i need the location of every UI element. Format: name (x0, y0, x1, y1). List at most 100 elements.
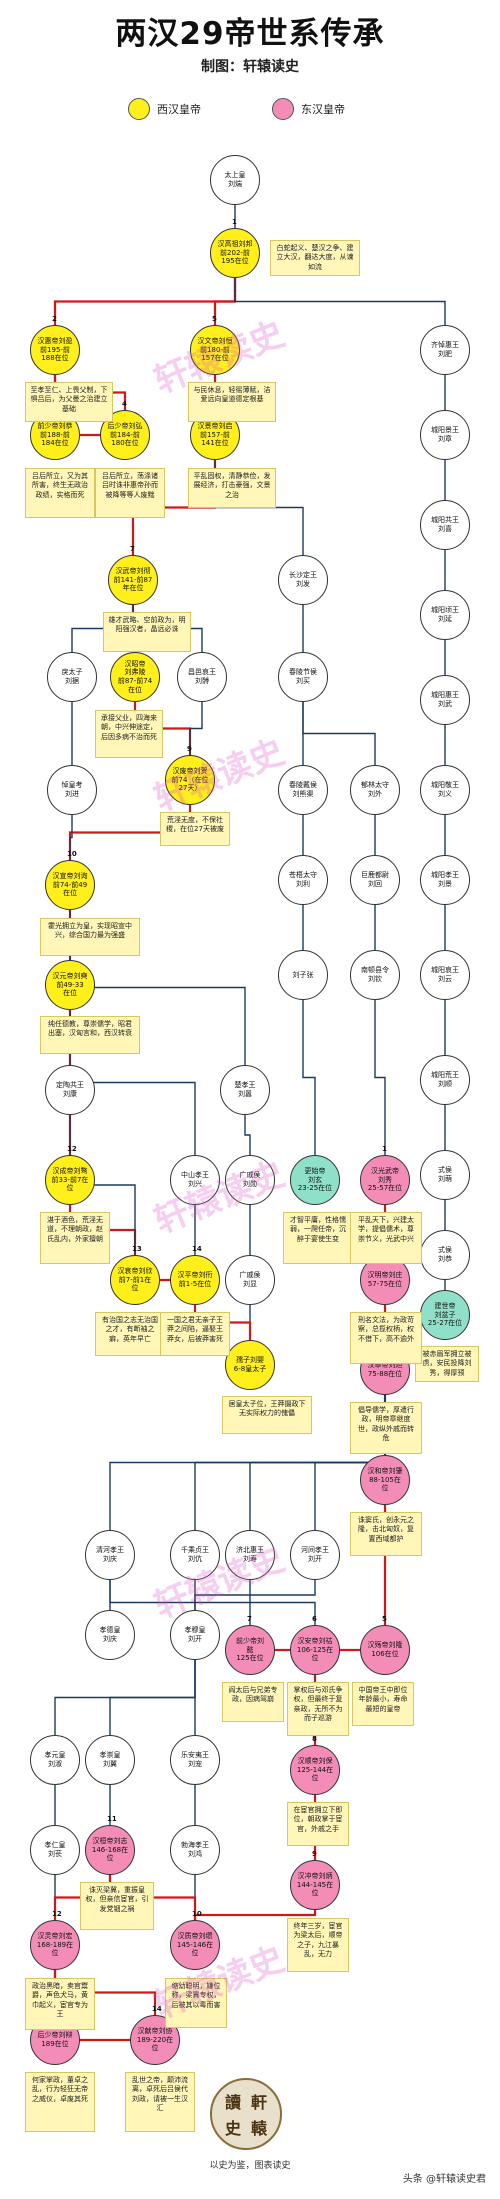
person-lean: 乐安夷王刘宠 (170, 1735, 220, 1785)
person-label: 180在位 (111, 439, 139, 448)
person-label: 刘庆 (103, 1555, 117, 1563)
person-label: 汉武帝刘彻 (115, 566, 151, 575)
person-label: 刘钦 (368, 975, 382, 983)
person-label: 汉殇帝刘隆 (367, 1641, 403, 1650)
seal-char: 轅 (250, 2119, 267, 2138)
person-label: 168-189在 (36, 1940, 74, 1949)
person-changyiai: 昌邑哀王刘髆 (177, 652, 227, 702)
person-label: 位 (106, 1854, 114, 1863)
person-label: 125-144在 (296, 1765, 334, 1774)
person-label: 汉平帝刘衎 (177, 1271, 213, 1280)
person-label: 刘康 (63, 1090, 77, 1098)
person-label: 刘进 (65, 790, 79, 798)
person-label: 城阳惠王 (431, 691, 459, 700)
person-label: 88-105在 (369, 1475, 401, 1484)
person-xiaoren: 孝仁皇刘苌 (30, 1825, 80, 1875)
person-label: 125在位 (236, 1654, 264, 1663)
person-label: 前33-前7在 (51, 1175, 89, 1184)
person-label: 刘开 (188, 1635, 202, 1643)
person-label: 刘买 (296, 677, 310, 685)
person-chonglingjie: 春陵节侯刘买 (278, 652, 328, 702)
person-xiaochong: 孝崇皇刘翼 (85, 1735, 135, 1785)
person-label: 刘勋 (243, 1180, 257, 1188)
reign-order-number: 14 (152, 2005, 162, 2013)
person-label: 式侯 (438, 1166, 452, 1175)
person-label: 汉光武帝 (371, 1166, 399, 1175)
reign-summary-note: 有治国之志无治国之才，有断袖之癖，英年早亡 (95, 1312, 165, 1356)
person-label: 汉宣帝刘询 (52, 871, 88, 880)
reign-summary-note: 吕后所立，又为其所害，终生无政治政绩，实格而死 (25, 468, 95, 518)
person-label: 6-8皇太子 (233, 1365, 267, 1373)
person-label: 157在位 (201, 354, 229, 363)
legend-western: 西汉皇帝 (128, 98, 201, 120)
western-swatch (128, 98, 150, 120)
person-label: 汉惠帝刘盈 (37, 336, 73, 345)
reign-order-number: 12 (52, 1910, 62, 1918)
eastern-swatch (272, 98, 294, 120)
person-qingwang: 城阳顷王刘延 (420, 590, 470, 640)
legend-eastern: 东汉皇帝 (272, 98, 345, 120)
reign-summary-note: 何家掌政，董卓之乱，行为轻狂无帝之威仪，卓废其死 (25, 2072, 95, 2132)
person-label: 汉景帝刘启 (197, 421, 233, 430)
person-label: 刘喜 (438, 525, 452, 533)
person-label: 春陵戴侯 (289, 781, 317, 790)
person-guangqixian: 广戚侯刘显 (225, 1255, 275, 1305)
reign-summary-note: 乱世之帝，颠沛流离，卓死后吕侯代刘政，请被一生汉汇 (125, 2072, 195, 2132)
person-label: 188在位 (41, 354, 69, 363)
reign-order-number: 1 (232, 218, 237, 226)
person-label: 前188-前 (40, 430, 70, 439)
legend-western-label: 西汉皇帝 (157, 103, 201, 116)
person-label: 刘淑 (48, 1760, 62, 1768)
person-label: 75-88在位 (367, 1370, 403, 1378)
reign-summary-note: 阎太后与兄弟专政，因病驾崩 (222, 1682, 284, 1722)
reign-summary-note: 居皇太子位，王莽摄政下无实际权力的傀儡 (222, 1396, 312, 1434)
person-label: 昌邑哀王 (188, 668, 216, 677)
person-label: 刘苌 (48, 1850, 62, 1858)
person-label: 106在位 (371, 1650, 399, 1658)
person-label: 刘寿 (243, 1555, 257, 1563)
person-label: 汉献帝刘协 (137, 2026, 173, 2035)
brand-seal: 讀 軒 史 轅 (210, 2078, 282, 2150)
person-label: 57-75在位 (367, 1280, 403, 1288)
person-label: 刘延 (438, 615, 452, 623)
reign-summary-note: 倡导儒学，厚遣行政，明帝章继度世，政纵外戚而转危 (350, 1402, 422, 1454)
person-label: 汉哀帝刘欣 (117, 1266, 153, 1275)
person-yulin: 郁林太守刘外 (350, 765, 400, 815)
person-label: 汉章帝刘炟 (367, 1361, 403, 1370)
person-label: 刘肥 (438, 350, 452, 358)
person-label: 孝德皇 (99, 1626, 121, 1635)
person-label: 刘鸿 (188, 1850, 202, 1858)
seal-char: 史 (224, 2119, 241, 2138)
person-label: 在位 (128, 685, 142, 694)
person-label: 城阳顷王 (431, 606, 459, 615)
reign-order-number: 10 (192, 1910, 202, 1918)
person-chuxiao: 楚孝王刘嚣 (220, 1065, 270, 1115)
reign-summary-note: 缩幼聪明，嫌位称，梁冀专权，后被其以毒而害 (165, 1978, 227, 2028)
person-nandun: 南顿县令刘钦 (350, 950, 400, 1000)
reign-summary-note: 才智平庸，性格懦弱，一爬任帝，沉醉于宴使生变 (283, 1212, 353, 1264)
person-label: 懿 (246, 1645, 254, 1654)
person-label: 刘章 (438, 435, 452, 443)
person-label: 更始帝 (304, 1166, 326, 1175)
person-chengdi: 汉成帝刘骜前33-前7在位 (45, 1155, 95, 1205)
lineage-link (374, 975, 386, 1180)
person-cangwu: 苍梧太守刘利 (278, 855, 328, 905)
person-label: 23-25在位 (297, 1184, 333, 1193)
person-label: 106-125在 (296, 1645, 334, 1654)
person-changshading: 长沙定王刘发 (278, 555, 328, 605)
person-label: 汉顺帝刘保 (297, 1756, 333, 1765)
person-label: 汉质帝刘缵 (177, 1931, 213, 1940)
person-label: 城阳共王 (431, 516, 459, 525)
person-label: 位 (151, 2044, 159, 2053)
seal-char: 軒 (250, 2093, 267, 2112)
reign-order-number: 14 (192, 1245, 202, 1253)
